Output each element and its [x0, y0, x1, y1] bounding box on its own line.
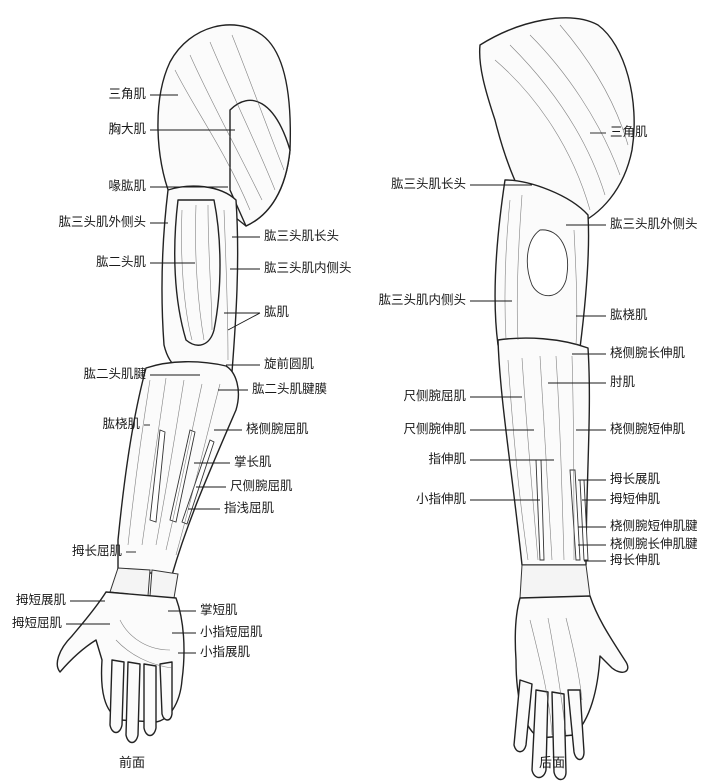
front-label-flexor-digiti-minimi-brevis: 小指短屈肌: [200, 624, 263, 639]
back-fiber-hatching: [494, 24, 629, 736]
front-label-deltoid: 三角肌: [108, 86, 146, 101]
back-label-deltoid: 三角肌: [610, 124, 648, 139]
front-leader-brachialis: [227, 312, 261, 331]
back-arm-illustration: [478, 17, 635, 781]
back-label-extensor-carpi-ulnaris: 尺侧腕伸肌: [403, 421, 466, 436]
front-label-flexor-digitorum-superficialis: 指浅屈肌: [224, 500, 275, 515]
front-label-flexor-carpi-ulnaris: 尺侧腕屈肌: [230, 478, 293, 493]
front-label-flexor-pollicis-longus: 拇长屈肌: [72, 543, 123, 558]
back-label-triceps-long-head: 肱三头肌长头: [391, 176, 466, 191]
back-label-ecrb-tendon: 桡侧腕短伸肌腱: [610, 518, 698, 533]
back-label-ecrl-tendon: 桡侧腕长伸肌腱: [610, 536, 698, 551]
front-label-biceps: 肱二头肌: [96, 254, 147, 269]
front-label-palmaris-longus: 掌长肌: [234, 454, 272, 469]
front-label-triceps-long-head: 肱三头肌长头: [264, 228, 339, 243]
back-label-anconeus: 肘肌: [610, 374, 636, 389]
back-label-flexor-carpi-ulnaris: 尺侧腕屈肌: [403, 388, 466, 403]
front-label-pectoralis-major: 胸大肌: [108, 121, 146, 136]
front-label-bicipital-aponeurosis: 肱二头肌腱膜: [252, 381, 327, 396]
back-label-abductor-pollicis-longus: 拇长展肌: [610, 471, 661, 486]
front-label-triceps-lateral-head: 肱三头肌外侧头: [58, 214, 146, 229]
front-label-palmaris-brevis: 掌短肌: [200, 602, 238, 617]
back-view-caption: 后面: [539, 756, 565, 771]
front-label-abductor-digiti-minimi: 小指展肌: [200, 644, 251, 659]
back-label-extensor-pollicis-longus: 拇长伸肌: [610, 552, 661, 567]
back-label-brachioradialis: 肱桡肌: [610, 307, 648, 322]
back-label-triceps-lateral-head: 肱三头肌外侧头: [610, 216, 698, 231]
front-label-brachioradialis: 肱桡肌: [102, 416, 140, 431]
back-label-extensor-digitorum: 指伸肌: [428, 451, 466, 466]
front-arm-illustration: [56, 24, 292, 744]
back-label-extensor-carpi-radialis-longus: 桡侧腕长伸肌: [610, 345, 686, 360]
back-label-extensor-pollicis-brevis: 拇短伸肌: [610, 491, 661, 506]
front-label-abductor-pollicis-brevis: 拇短展肌: [16, 592, 67, 607]
front-label-flexor-pollicis-brevis: 拇短屈肌: [12, 615, 63, 630]
front-label-triceps-medial-head: 肱三头肌内侧头: [264, 260, 352, 275]
back-label-triceps-medial-head: 肱三头肌内侧头: [378, 292, 466, 307]
back-label-extensor-digiti-minimi: 小指伸肌: [416, 491, 467, 506]
front-label-biceps-tendon: 肱二头肌腱: [83, 366, 146, 381]
front-label-flexor-carpi-radialis: 桡侧腕屈肌: [246, 421, 309, 436]
back-labels: 三角肌肱三头肌长头肱三头肌外侧头肱三头肌内侧头肱桡肌桡侧腕长伸肌肘肌尺侧腕屈肌尺…: [378, 124, 698, 567]
front-view-caption: 前面: [119, 755, 145, 771]
front-fiber-hatching: [115, 34, 285, 669]
front-label-pronator-teres: 旋前圆肌: [264, 356, 315, 371]
front-label-coracobrachialis: 喙肱肌: [108, 178, 146, 193]
back-label-extensor-carpi-radialis-brevis: 桡侧腕短伸肌: [610, 421, 686, 436]
front-label-brachialis: 肱肌: [264, 304, 290, 319]
